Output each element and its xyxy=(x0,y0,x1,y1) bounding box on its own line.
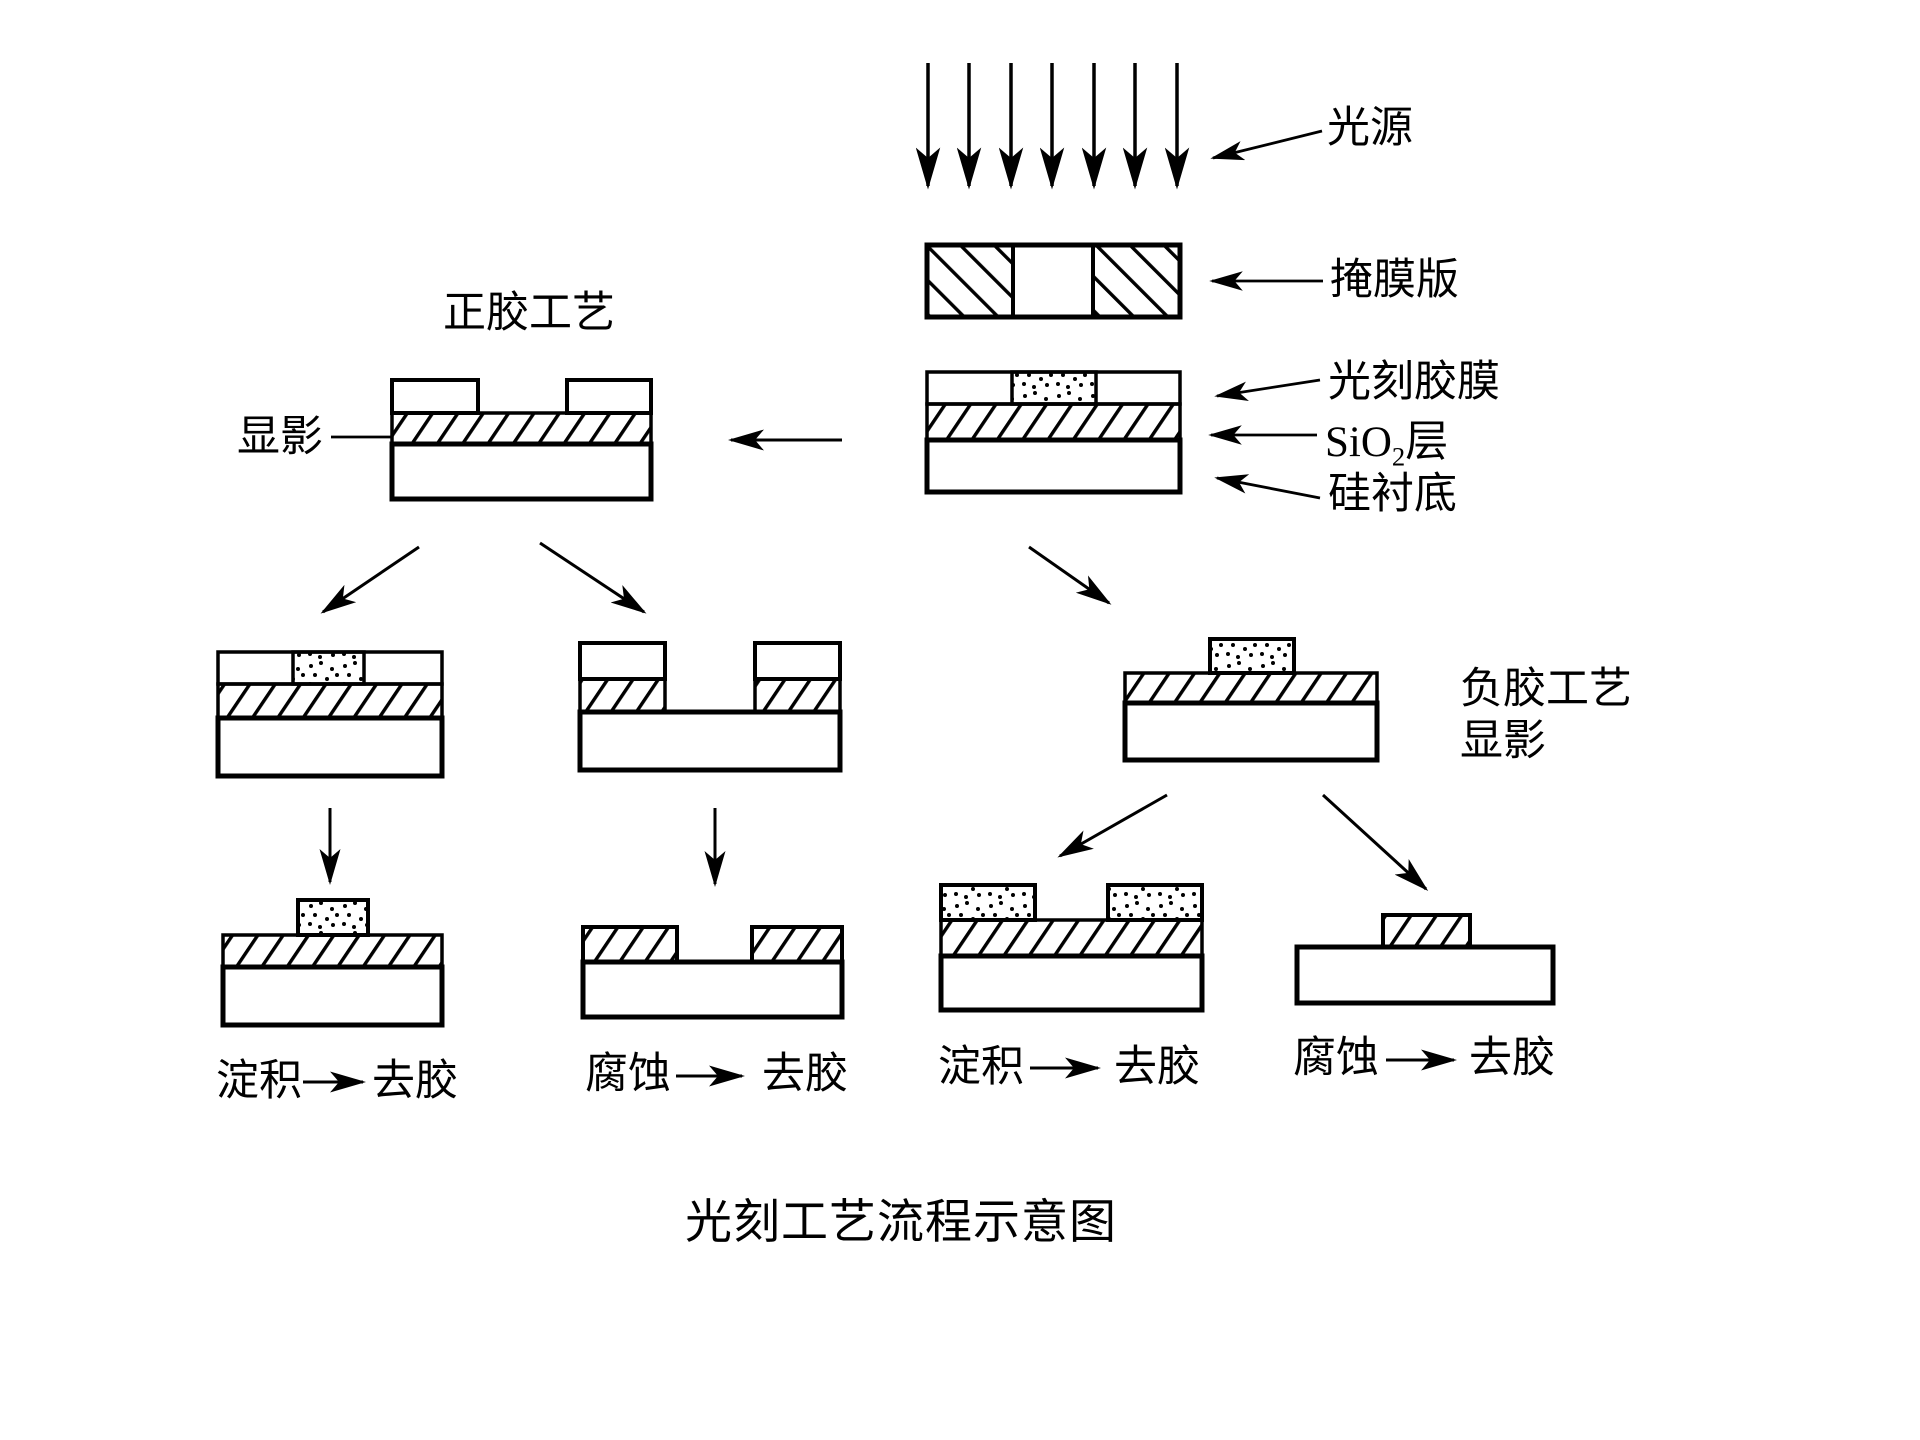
sio2-layer xyxy=(390,411,653,446)
label-photoresist-film: 光刻胶膜 xyxy=(1328,359,1500,406)
mask-plate-shape xyxy=(924,242,1183,320)
label-sio2-layer: SiO2层 xyxy=(1325,421,1448,470)
sio2-suffix-text: 层 xyxy=(1405,419,1449,466)
positive-developed-wafer xyxy=(389,378,654,502)
negative-developed-wafer xyxy=(1122,637,1380,763)
flow-arrows xyxy=(319,429,1429,892)
arrow-positive-branch-right xyxy=(539,541,647,614)
substrate-layer xyxy=(389,441,654,502)
substrate-layer xyxy=(924,437,1183,495)
label-negative-deposition: 淀积 xyxy=(938,1044,1024,1091)
sio2-layer xyxy=(1123,671,1379,705)
resist-block-right xyxy=(753,641,842,681)
sio2-block-right xyxy=(750,925,844,964)
positive-etch-result-wafer xyxy=(580,925,845,1020)
heading-positive-process: 正胶工艺 xyxy=(443,290,615,337)
mask-opaque-left xyxy=(925,243,1015,319)
label-negative-develop: 显影 xyxy=(1460,718,1546,765)
substrate-layer xyxy=(220,964,445,1028)
label-light-source: 光源 xyxy=(1327,105,1413,152)
diagram-title: 光刻工艺流程示意图 xyxy=(685,1197,1117,1249)
sio2-block-left xyxy=(578,677,667,714)
sio2-block-left xyxy=(581,925,679,964)
exposed-wafer xyxy=(924,370,1183,495)
substrate-layer xyxy=(1294,944,1556,1006)
sio2-layer xyxy=(221,933,444,969)
exposed-resist-region xyxy=(1010,370,1098,406)
sio2-block xyxy=(1381,913,1472,949)
positive-etch-intermediate-wafer xyxy=(577,641,843,773)
mask-opaque-right xyxy=(1091,243,1182,319)
substrate-layer xyxy=(938,953,1205,1013)
arrow-positive-branch-left xyxy=(320,545,420,614)
sio2-layer xyxy=(925,402,1182,442)
deposited-region xyxy=(291,650,366,686)
negative-deposition-result-wafer xyxy=(938,883,1205,1013)
sio2-block-right xyxy=(753,677,842,714)
arrow-to-negative-process xyxy=(1028,545,1112,605)
sio2-base-text: SiO xyxy=(1325,419,1392,466)
arrow-negative-branch-left xyxy=(1057,793,1168,858)
label-negative-deposition-strip: 去胶 xyxy=(1114,1044,1200,1091)
label-negative-etch-strip: 去胶 xyxy=(1469,1035,1555,1082)
step-arrows xyxy=(303,1049,1457,1093)
substrate-layer xyxy=(215,715,445,779)
label-mask-plate: 掩膜版 xyxy=(1330,257,1459,304)
label-negative-etch: 腐蚀 xyxy=(1293,1035,1379,1082)
substrate-layer xyxy=(580,959,845,1020)
substrate-layer xyxy=(1122,700,1380,763)
light-source-pointer-arrow xyxy=(1210,129,1323,161)
substrate-pointer-arrow xyxy=(1214,474,1321,500)
label-positive-deposition-strip: 去胶 xyxy=(372,1058,458,1105)
sio2-layer xyxy=(216,682,444,720)
resist-block-left xyxy=(578,641,667,681)
light-ray-arrows xyxy=(915,63,1190,190)
resist-block-right xyxy=(565,378,653,415)
photoresist-pointer-arrow xyxy=(1214,378,1321,401)
positive-deposition-result-wafer xyxy=(220,898,445,1028)
resist-block-left xyxy=(390,378,480,415)
label-silicon-substrate: 硅衬底 xyxy=(1328,471,1457,518)
label-develop: 显影 xyxy=(237,414,323,461)
positive-deposition-intermediate-wafer xyxy=(215,650,445,779)
negative-etch-result-wafer xyxy=(1294,913,1556,1006)
annotation-pointers xyxy=(331,129,1323,500)
sio2-subscript: 2 xyxy=(1391,441,1406,472)
sio2-layer xyxy=(939,918,1204,958)
label-positive-deposition: 淀积 xyxy=(216,1058,302,1105)
label-positive-etch: 腐蚀 xyxy=(585,1051,671,1098)
substrate-layer xyxy=(577,709,843,773)
arrow-negative-branch-right xyxy=(1321,793,1429,892)
deposited-block-right xyxy=(1106,883,1204,922)
remaining-resist-block xyxy=(1208,637,1296,675)
heading-negative-process: 负胶工艺 xyxy=(1460,666,1632,713)
deposited-block xyxy=(296,898,370,937)
label-positive-etch-strip: 去胶 xyxy=(762,1051,848,1098)
deposited-block-left xyxy=(939,883,1037,922)
